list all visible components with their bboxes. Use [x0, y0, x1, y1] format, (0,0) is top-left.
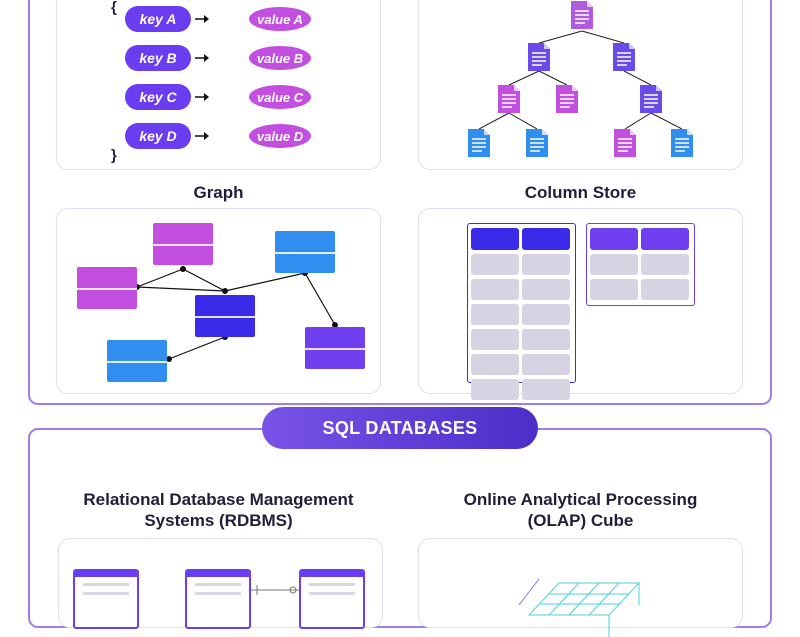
column-header — [522, 228, 570, 250]
document-icon — [613, 43, 635, 71]
column-cell — [522, 279, 570, 300]
sql-databases-banner: SQL DATABASES — [262, 407, 538, 449]
column-cell — [522, 329, 570, 350]
graph-node — [195, 295, 255, 337]
column-cell — [522, 304, 570, 325]
arrow-right-icon — [195, 132, 209, 140]
column-cell — [590, 279, 638, 300]
kv-value-a: value A — [249, 7, 311, 31]
column-header — [590, 228, 638, 250]
graph-node — [77, 267, 137, 309]
document-icon — [614, 129, 636, 157]
document-icon — [526, 129, 548, 157]
column-cell — [471, 329, 519, 350]
column-header — [471, 228, 519, 250]
table-card — [73, 569, 139, 629]
kv-value-d: value D — [249, 124, 311, 148]
graph-node — [305, 327, 365, 369]
rdbms-title-line2: Systems (RDBMS) — [144, 511, 293, 530]
column-table-left — [467, 223, 576, 383]
kv-key-c: key C — [125, 84, 191, 110]
olap-title-line1: Online Analytical Processing — [463, 490, 698, 509]
document-icon — [671, 129, 693, 157]
column-cell — [522, 379, 570, 400]
kv-key-d: key D — [125, 123, 191, 149]
graph-title: Graph — [193, 183, 244, 202]
document-icon — [528, 43, 550, 71]
tree-connectors — [478, 30, 683, 130]
document-icon — [640, 85, 662, 113]
olap-cube — [518, 578, 641, 637]
arrow-right-icon — [195, 93, 209, 101]
column-cell — [471, 354, 519, 375]
graph-node — [275, 231, 335, 273]
column-store-panel — [418, 208, 743, 400]
column-cell — [641, 279, 689, 300]
table-card — [299, 569, 365, 629]
relation-connector — [251, 585, 299, 595]
kv-value-c: value C — [249, 85, 311, 109]
olap-title: Online Analytical Processing (OLAP) Cube — [418, 489, 743, 531]
column-cell — [522, 254, 570, 275]
document-icon — [468, 129, 490, 157]
close-brace: } — [111, 147, 117, 164]
column-cell — [590, 254, 638, 275]
graph-edges — [134, 266, 338, 362]
column-cell — [471, 279, 519, 300]
column-cell — [471, 379, 519, 400]
graph-node — [107, 340, 167, 382]
kv-value-b: value B — [249, 46, 311, 70]
column-table-right — [586, 223, 695, 306]
graph-panel — [56, 208, 381, 394]
document-tree-panel — [418, 0, 743, 170]
document-icon — [571, 1, 593, 29]
rdbms-title-line1: Relational Database Management — [83, 490, 354, 509]
arrow-right-icon — [195, 54, 209, 62]
document-icon — [556, 85, 578, 113]
olap-panel — [418, 538, 743, 637]
arrow-right-icon — [195, 15, 209, 23]
column-cell — [471, 254, 519, 275]
kv-key-b: key B — [125, 45, 191, 71]
column-cell — [522, 354, 570, 375]
column-header — [641, 228, 689, 250]
column-cell — [641, 254, 689, 275]
graph-node — [153, 223, 213, 265]
open-brace: { — [111, 0, 117, 16]
rdbms-title: Relational Database Management Systems (… — [56, 489, 381, 531]
kv-key-a: key A — [125, 6, 191, 32]
column-cell — [471, 304, 519, 325]
table-card — [185, 569, 251, 629]
key-value-panel: { } key A value A key B value B key C va… — [56, 0, 381, 170]
olap-title-line2: (OLAP) Cube — [527, 511, 634, 530]
column-store-title: Column Store — [524, 183, 637, 202]
nosql-frame — [28, 0, 772, 405]
document-icon — [498, 85, 520, 113]
rdbms-panel — [58, 538, 383, 629]
